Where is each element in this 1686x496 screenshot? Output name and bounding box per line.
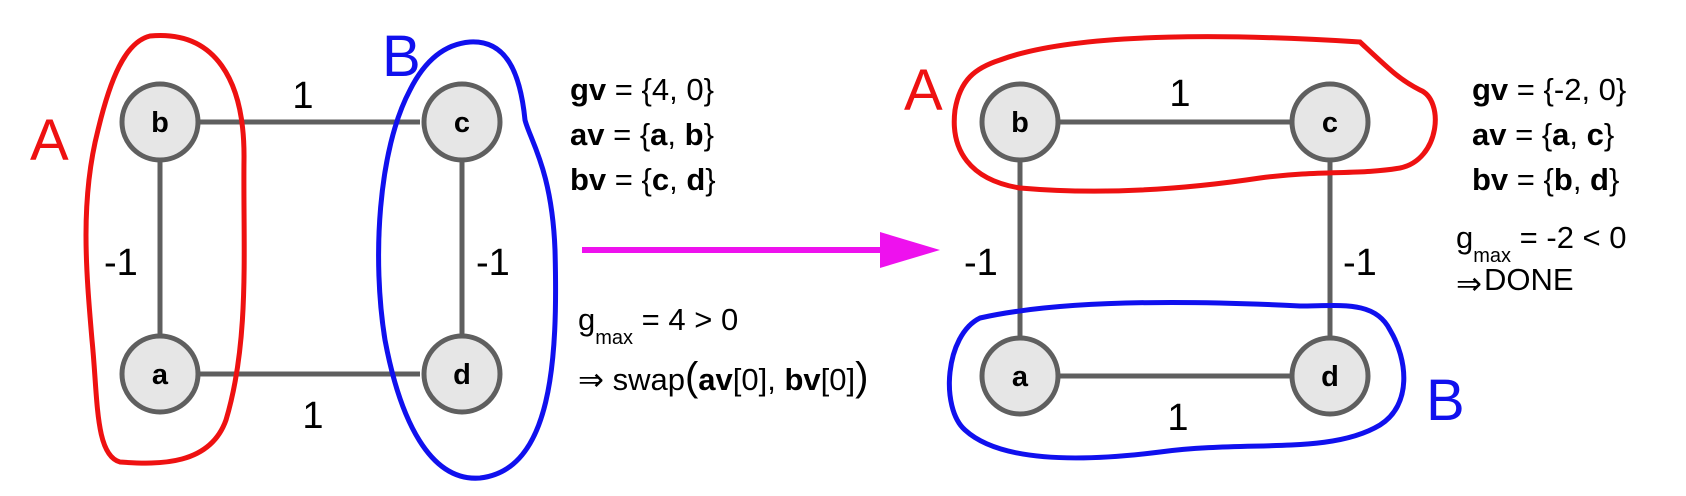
right-node-a: a: [979, 335, 1061, 417]
left-node-d: d: [421, 333, 503, 415]
right-node-b-label: b: [1011, 107, 1029, 139]
right-av-line: av = {a, c}: [1472, 117, 1614, 152]
right-group-b-outline: [946, 299, 1407, 461]
right-edge-label-a-d: 1: [1167, 397, 1188, 439]
left-bv-line: bv = {c, d}: [570, 162, 716, 197]
left-node-a: a: [119, 333, 201, 415]
left-group-b-outline: [376, 39, 559, 481]
left-node-d-label: d: [453, 359, 471, 391]
right-group-b-label: B: [1426, 368, 1465, 433]
right-node-d: d: [1289, 335, 1371, 417]
right-node-d-label: d: [1321, 361, 1339, 393]
left-swap-line: ⇒ swap(av[0], bv[0]): [578, 355, 868, 399]
right-edge-label-c-d: -1: [1343, 242, 1377, 284]
right-gmax-line: gmax = -2 < 0: [1456, 220, 1627, 267]
left-graph: A B 1 1 -1 -1 b c a d: [30, 24, 559, 481]
right-info: gv = {-2, 0} av = {a, c} bv = {b, d} gma…: [1456, 72, 1627, 301]
left-node-c-label: c: [454, 107, 470, 139]
left-info: gv = {4, 0} av = {a, b} bv = {c, d} gmax…: [570, 72, 868, 399]
left-group-a-outline: [83, 33, 247, 466]
left-edge-label-a-b: -1: [104, 242, 138, 284]
left-edge-label-c-d: -1: [476, 242, 510, 284]
left-gv-line: gv = {4, 0}: [570, 72, 714, 107]
right-node-a-label: a: [1012, 361, 1029, 393]
left-node-b-label: b: [151, 107, 169, 139]
right-gv-line: gv = {-2, 0}: [1472, 72, 1626, 107]
left-node-c: c: [421, 81, 503, 163]
left-node-b: b: [119, 81, 201, 163]
transition-arrow: [582, 232, 940, 268]
right-node-c-label: c: [1322, 107, 1338, 139]
left-group-b-label: B: [382, 24, 421, 89]
left-edge-label-a-d: 1: [302, 395, 323, 437]
right-edge-label-a-b: -1: [964, 242, 998, 284]
right-group-a-outline: [951, 34, 1438, 194]
left-gmax-line: gmax = 4 > 0: [578, 302, 738, 349]
left-av-line: av = {a, b}: [570, 117, 714, 152]
right-graph: A B 1 1 -1 -1 b c a d: [904, 34, 1465, 461]
left-edge-label-b-c: 1: [292, 75, 313, 117]
right-group-a-label: A: [904, 58, 943, 123]
left-node-a-label: a: [152, 359, 169, 391]
right-node-c: c: [1289, 81, 1371, 163]
left-group-a-label: A: [30, 108, 69, 173]
right-node-b: b: [979, 81, 1061, 163]
right-bv-line: bv = {b, d}: [1472, 162, 1619, 197]
right-edge-label-b-c: 1: [1169, 73, 1190, 115]
right-done-line: ⇒DONE: [1456, 262, 1574, 301]
